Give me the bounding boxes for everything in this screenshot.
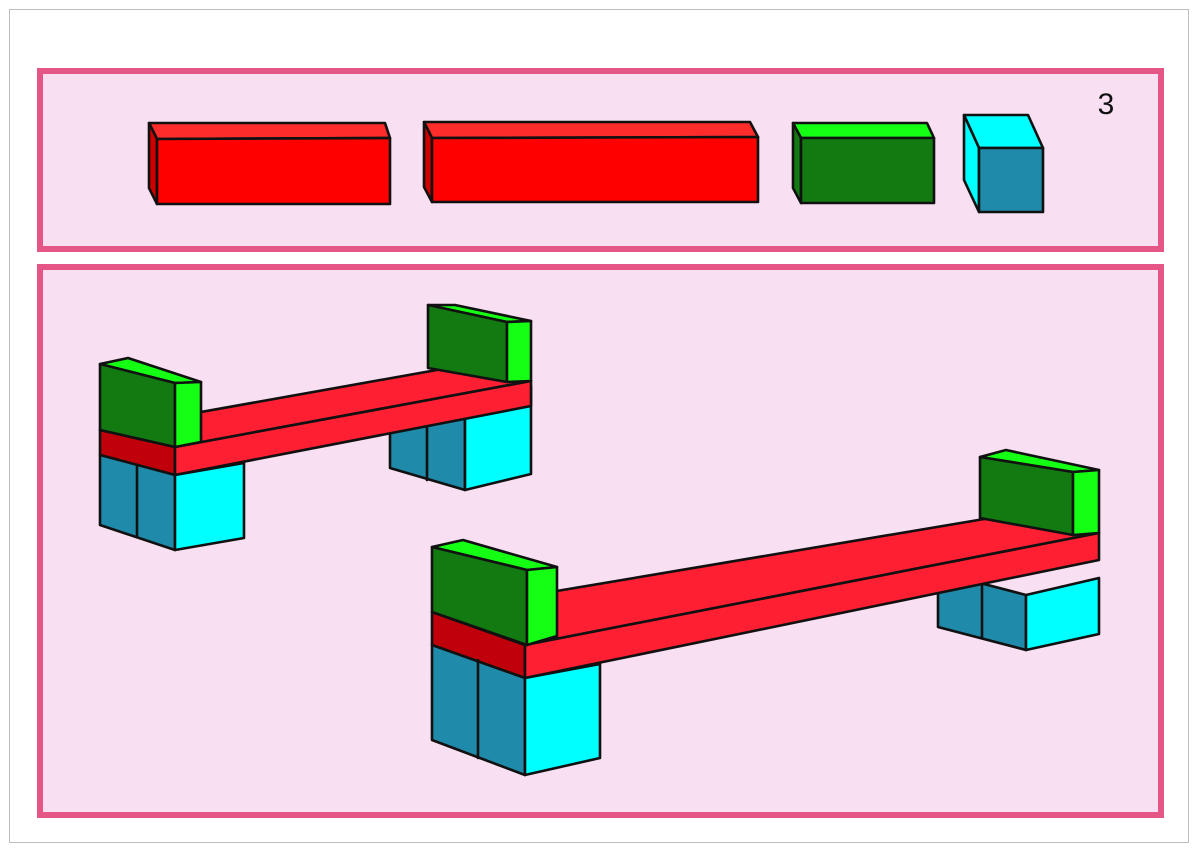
model-long-bench bbox=[430, 448, 1101, 777]
block-top-face bbox=[791, 121, 936, 140]
plank-front-face bbox=[430, 135, 760, 204]
piece-blue-cube bbox=[962, 113, 1045, 214]
bench-plank-front bbox=[173, 379, 533, 477]
plank-top-face bbox=[422, 120, 760, 140]
piece-green-block bbox=[791, 121, 936, 205]
cube-front-face bbox=[977, 146, 1045, 214]
plank-top-face bbox=[147, 121, 392, 141]
front-block-side bbox=[173, 380, 203, 449]
piece-red-long-plank bbox=[147, 121, 392, 206]
plank-front-face bbox=[155, 136, 392, 206]
bench-plank-front bbox=[523, 531, 1101, 680]
piece-red-longer-plank bbox=[422, 120, 760, 204]
card-number: 3 bbox=[1097, 88, 1115, 121]
back-block-side bbox=[1071, 468, 1101, 537]
front-leg-side-face bbox=[173, 461, 246, 552]
block-front-face bbox=[799, 136, 936, 205]
back-block-side bbox=[505, 319, 533, 384]
front-block-side bbox=[525, 565, 559, 647]
front-leg-side-face bbox=[523, 662, 602, 777]
back-leg-side-face bbox=[1024, 576, 1101, 652]
model-short-bench bbox=[98, 303, 533, 552]
